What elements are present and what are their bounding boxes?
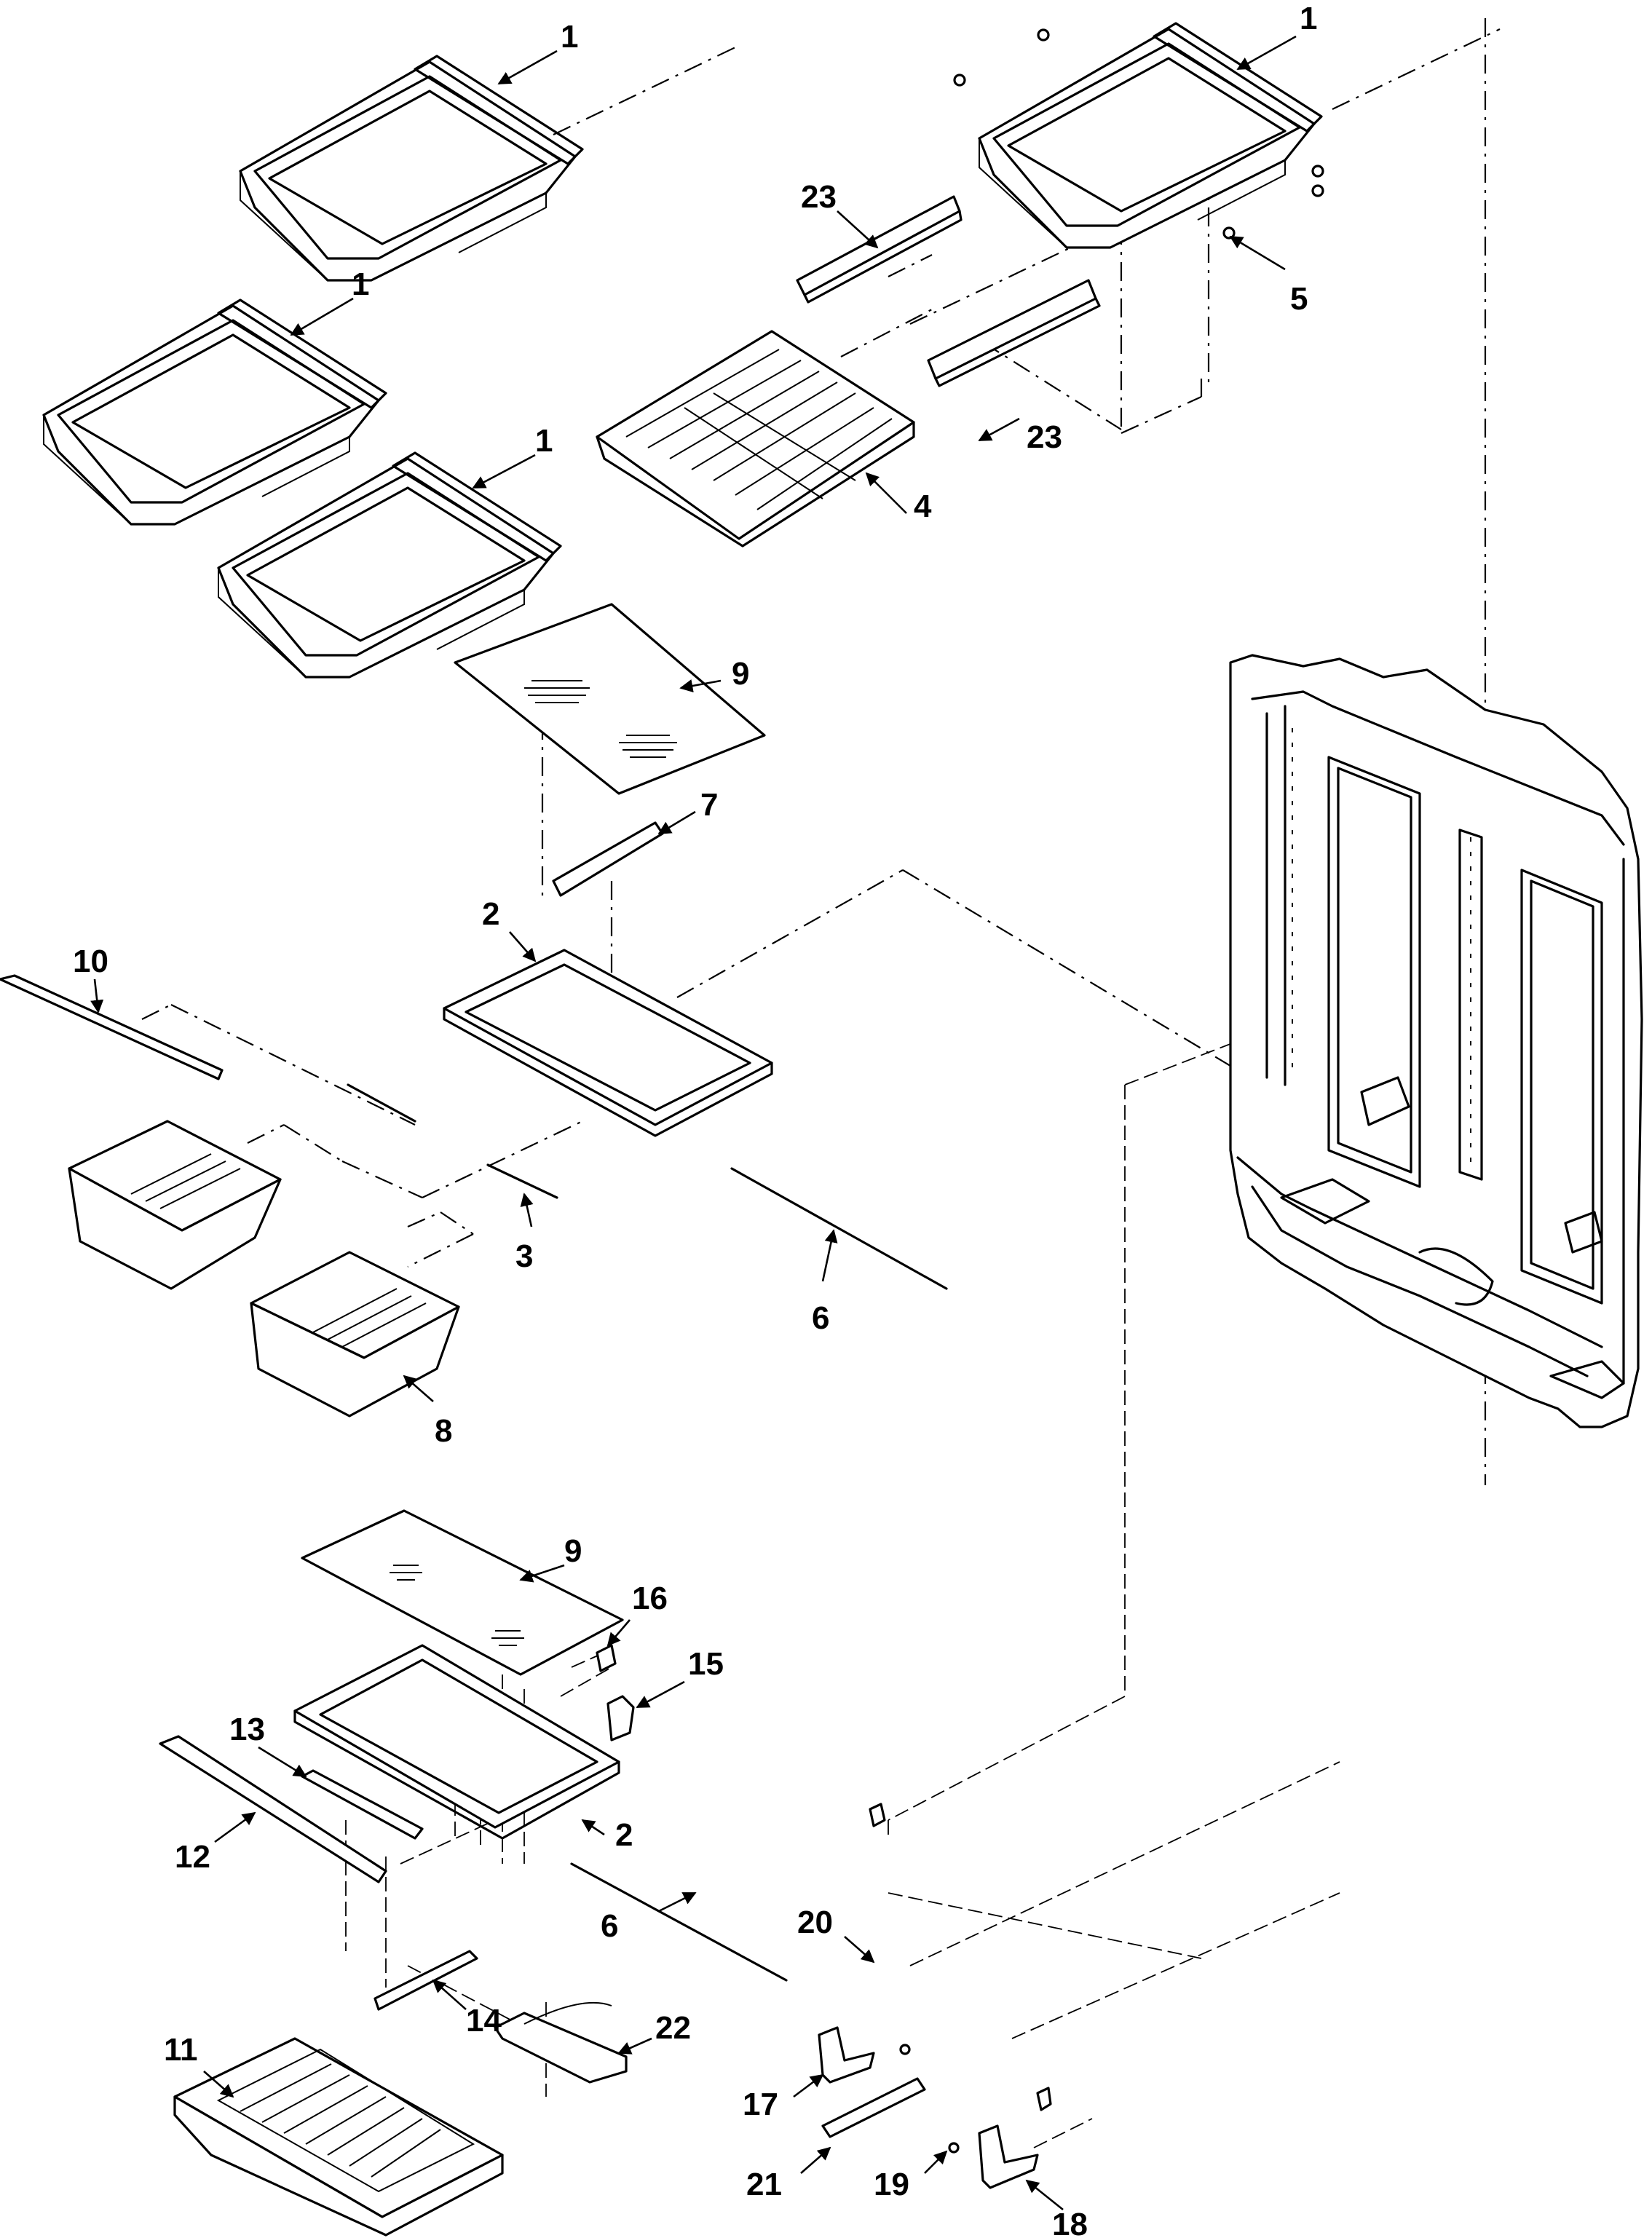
callout-labels: 1 1 1 1 23 5 23 4 9 7 2 10 3 6 8 9 16 15… [73, 1, 1317, 2238]
right-support-bracket [978, 2124, 1039, 2189]
callout-5: 5 [1290, 281, 1308, 317]
refrigerator-cabinet-liner [1229, 654, 1643, 1428]
crisper-slide-upper [347, 1083, 416, 1123]
callout-23-upper: 23 [801, 179, 837, 215]
callout-11: 11 [164, 2032, 198, 2068]
shelf-top-left [239, 55, 584, 282]
pantry-slide-bracket [301, 1769, 424, 1840]
callout-15: 15 [688, 1646, 724, 1682]
hinge-pin-part [869, 1803, 886, 1827]
callout-23-lower: 23 [1027, 419, 1062, 455]
callout-13: 13 [229, 1712, 265, 1747]
callout-2-upper: 2 [482, 896, 499, 932]
callout-12: 12 [175, 1839, 210, 1875]
shelf-top-right [978, 22, 1323, 249]
bracket-channel [821, 2077, 926, 2138]
callout-1-top-left: 1 [561, 19, 578, 55]
callout-6-upper: 6 [812, 1300, 829, 1336]
callout-3: 3 [515, 1238, 533, 1274]
pantry-trim-strip [159, 1735, 387, 1883]
callout-14: 14 [466, 2003, 502, 2039]
left-support-bracket [818, 2026, 875, 2084]
mounting-screw [899, 2044, 911, 2055]
callout-1-top-right: 1 [1300, 1, 1317, 36]
callout-2-lower: 2 [615, 1817, 633, 1853]
callout-7: 7 [700, 787, 718, 823]
crisper-slide-lower [486, 1163, 558, 1199]
leader-arrows [90, 35, 1297, 2211]
callout-9-lower: 9 [564, 1533, 582, 1569]
bracket-washer [948, 2142, 960, 2154]
shelf-rail-lower [927, 279, 1101, 387]
shelf-rail-upper [796, 195, 963, 304]
pantry-control-bracket [494, 2001, 628, 2084]
callout-1-middle-left: 1 [352, 266, 369, 302]
crisper-cover-frame-upper [443, 949, 773, 1137]
cover-support-rod-lower [570, 1862, 788, 1982]
callout-18: 18 [1052, 2207, 1088, 2238]
callout-10: 10 [73, 944, 108, 979]
pantry-drawer [173, 2037, 504, 2237]
cover-bracket-part [606, 1695, 635, 1741]
callout-6-lower: 6 [601, 1908, 618, 1944]
callout-20: 20 [797, 1905, 833, 1940]
callout-19: 19 [874, 2167, 909, 2202]
callout-21: 21 [746, 2167, 782, 2202]
shelf-clip [552, 821, 664, 897]
callout-22: 22 [655, 2010, 691, 2046]
callout-16: 16 [632, 1581, 668, 1616]
callout-17: 17 [743, 2087, 778, 2122]
crisper-trim-strip [0, 974, 224, 1080]
callout-4: 4 [914, 489, 932, 524]
wire-basket [596, 330, 915, 547]
callout-9-upper: 9 [732, 656, 749, 692]
pantry-cover-frame-lower [293, 1644, 620, 1840]
screws [953, 28, 1324, 240]
glass-shelf-lower [301, 1509, 624, 1676]
glass-shelf-upper [454, 603, 766, 795]
crisper-drawer-left [68, 1120, 282, 1290]
callout-8: 8 [435, 1413, 452, 1449]
cover-support-rod-upper [730, 1167, 948, 1290]
shelf-stop-part [596, 1644, 617, 1672]
bracket-clip [1036, 2087, 1052, 2111]
pantry-slide [374, 1950, 478, 2011]
shelf-middle-left [42, 298, 387, 526]
callout-1-lower-left: 1 [535, 423, 553, 459]
crisper-drawer-right [250, 1251, 460, 1417]
